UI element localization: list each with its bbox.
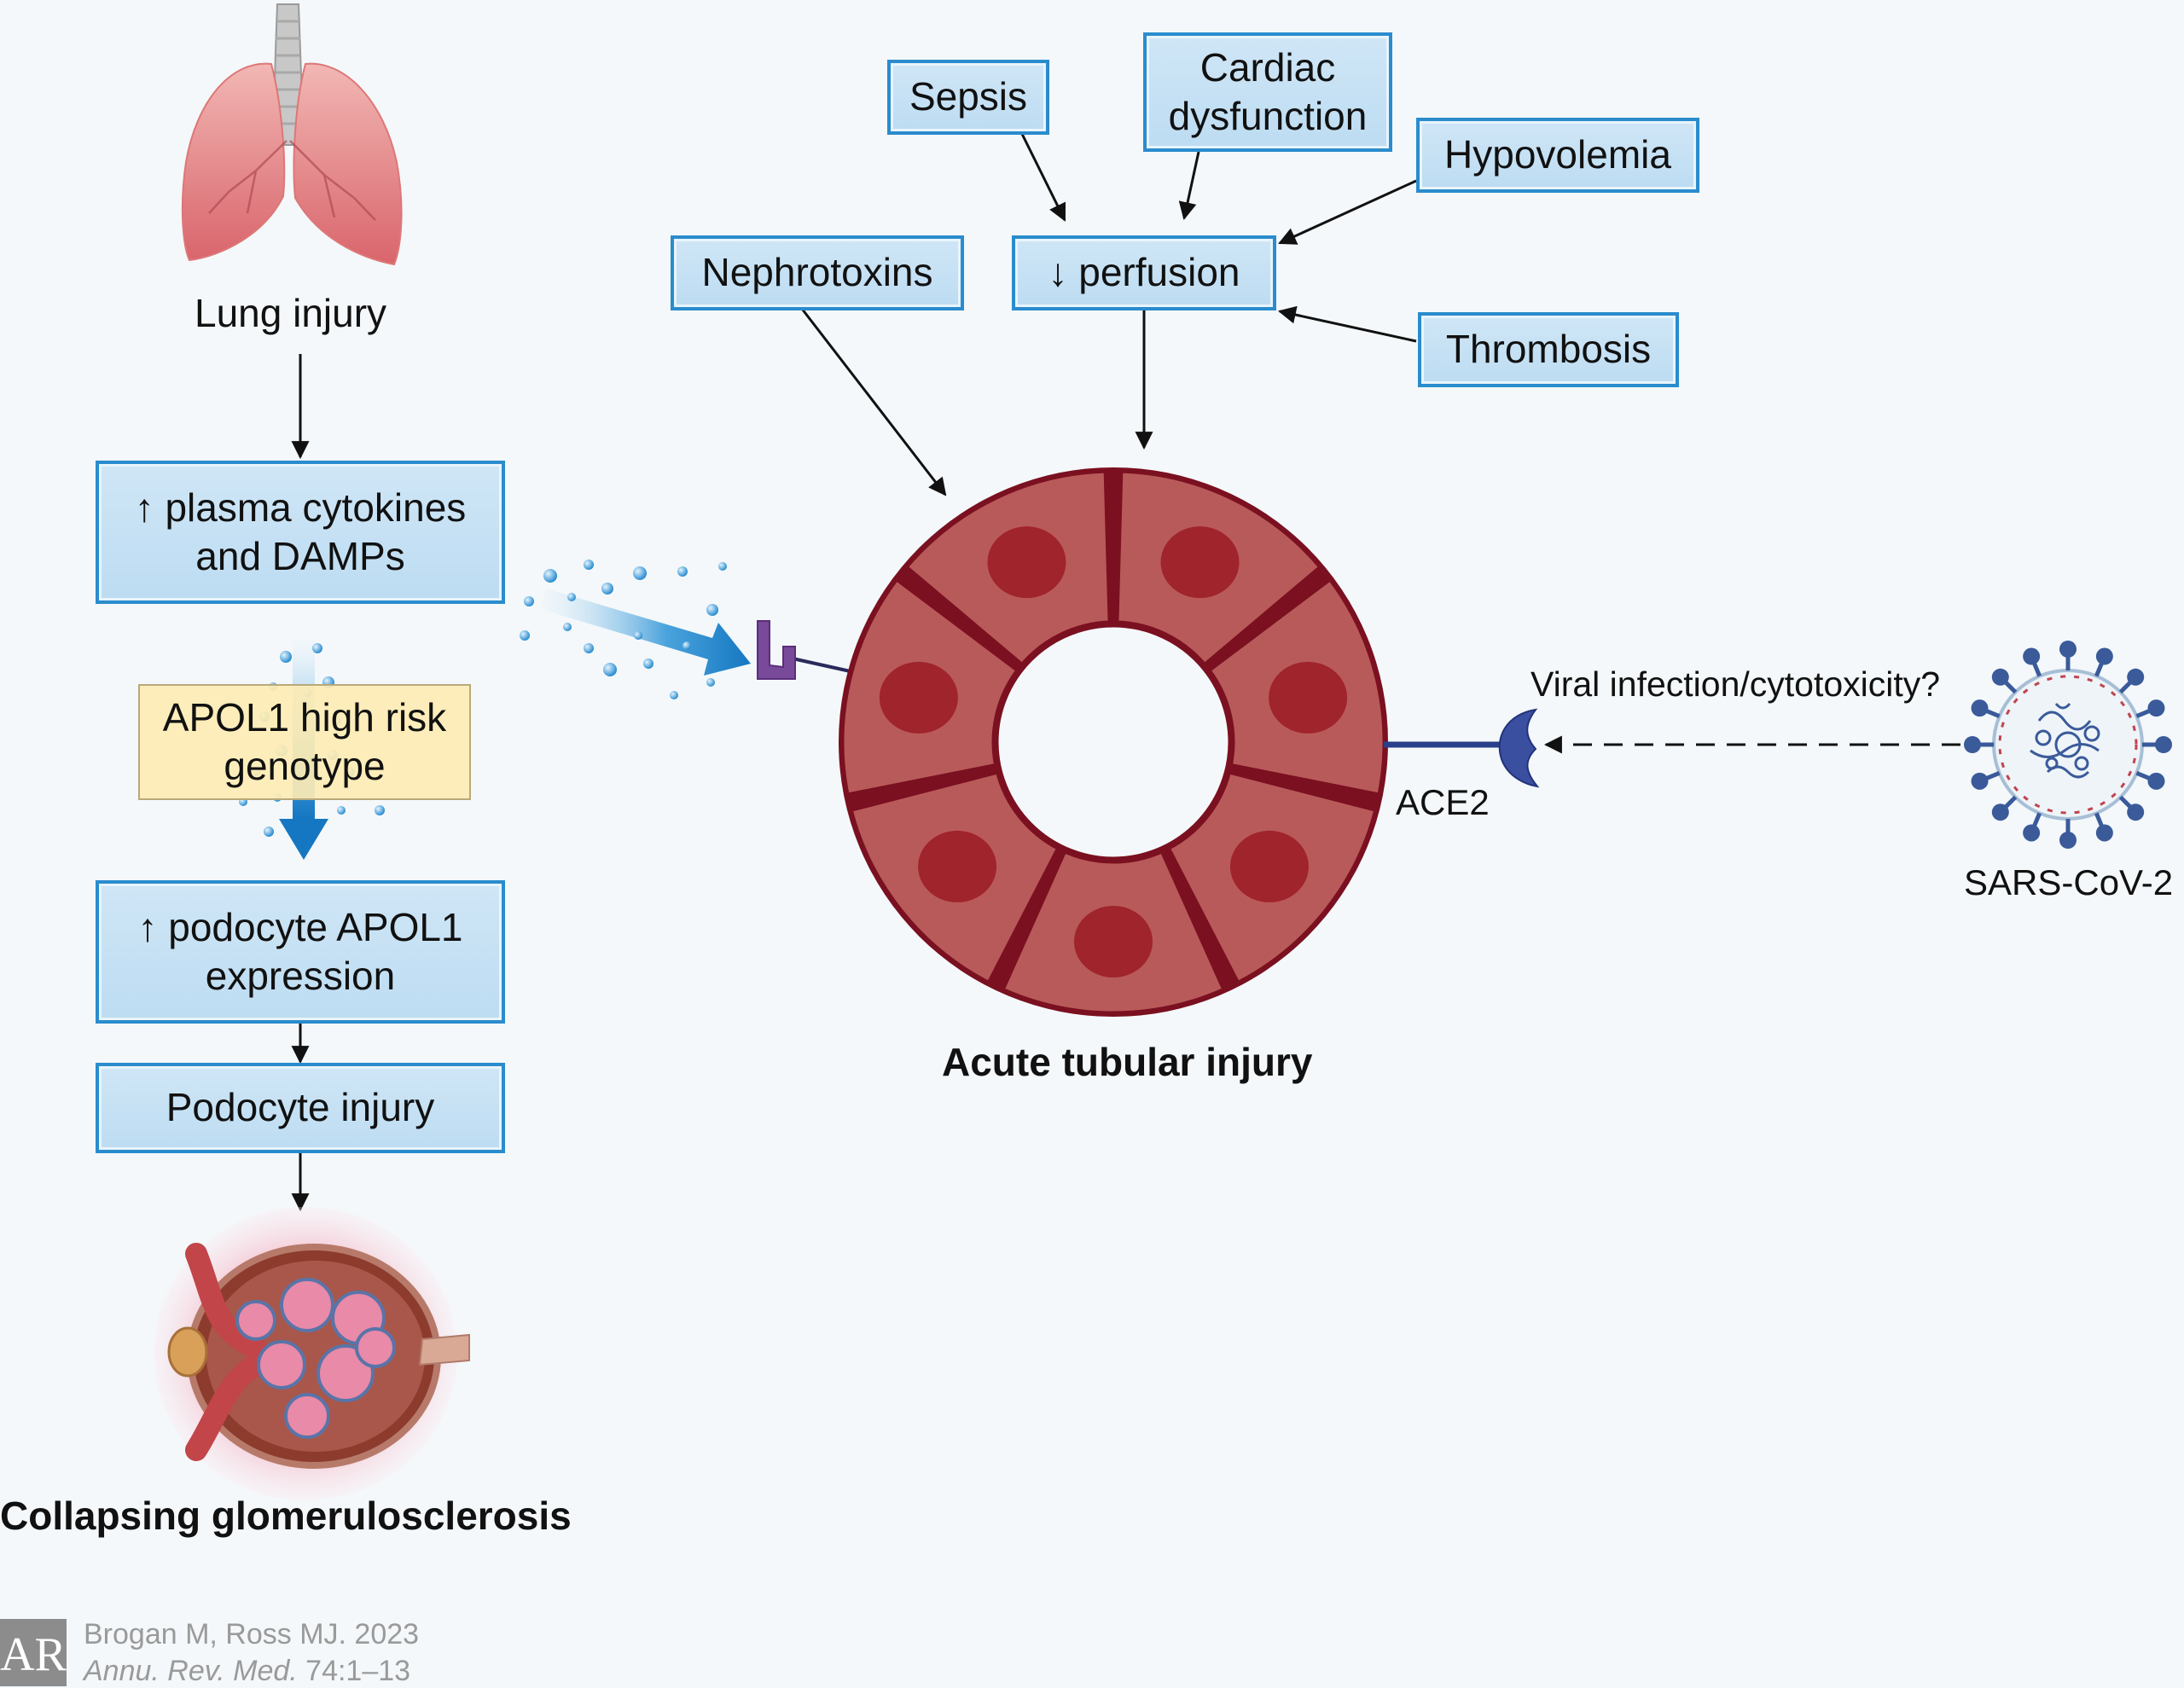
- lung-injury-label: Lung injury: [195, 291, 387, 335]
- cell-nucleus: [1229, 830, 1309, 902]
- cytokines-line2: and DAMPs: [195, 534, 405, 578]
- cell-nucleus: [1269, 661, 1348, 734]
- virus-spike-head: [2023, 647, 2041, 665]
- sepsis-box: Sepsis: [887, 60, 1049, 135]
- virus-spike-head: [1991, 803, 2009, 821]
- ace2-label: ACE2: [1396, 782, 1490, 822]
- virus-spike-head: [2095, 647, 2113, 665]
- cytokine-spray-arrow: [520, 560, 863, 699]
- nephrotoxins-box: Nephrotoxins: [671, 235, 964, 310]
- tubule-illustration: [839, 467, 1388, 1017]
- arrow-hypovolemia: [1278, 179, 1417, 245]
- credit-authors: Brogan M, Ross MJ. 2023: [84, 1618, 420, 1650]
- apol1-expression-box: ↑ podocyte APOL1 expression: [96, 880, 505, 1024]
- perfusion-box: ↓ perfusion: [1012, 235, 1276, 310]
- credit-citation: Annu. Rev. Med. 74:1–13: [84, 1655, 410, 1688]
- virus-spike-head: [1971, 772, 1989, 790]
- virus-spike-head: [2147, 699, 2165, 717]
- cytokines-box: ↑ plasma cytokines and DAMPs: [96, 461, 505, 604]
- sepsis-text: Sepsis: [909, 74, 1028, 119]
- arrow-nephrotoxins: [800, 308, 947, 496]
- lungs-illustration: [181, 3, 403, 266]
- cardiac-line2: dysfunction: [1168, 94, 1368, 138]
- perfusion-arrows: [800, 133, 1417, 496]
- arrow-cardiac: [1178, 151, 1200, 221]
- virus-spike-head: [2155, 736, 2172, 753]
- ace2-receptor: [1384, 708, 1540, 788]
- cardiac-line1: Cardiac: [1199, 44, 1336, 90]
- cell-nucleus: [1074, 906, 1153, 977]
- cell-nucleus: [918, 830, 997, 902]
- perfusion-text: ↓ perfusion: [1048, 250, 1240, 295]
- virus-spike-head: [2059, 641, 2077, 658]
- expression-line1: ↑ podocyte APOL1: [137, 904, 463, 949]
- cell-nucleus: [879, 661, 958, 734]
- sars-cov-2-label: SARS-CoV-2: [1964, 862, 2174, 902]
- sars-cov-2-virus-illustration: [1964, 641, 2172, 849]
- viral-infection-label: Viral infection/cytotoxicity?: [1531, 664, 1941, 704]
- nephrotoxins-text: Nephrotoxins: [701, 250, 933, 295]
- podocyte-injury-box: Podocyte injury: [96, 1063, 505, 1153]
- virus-spike-head: [1971, 699, 1989, 717]
- virus-spike-head: [2095, 824, 2113, 842]
- hypovolemia-text: Hypovolemia: [1444, 132, 1671, 177]
- hypovolemia-box: Hypovolemia: [1416, 118, 1699, 193]
- credit-volume: 74:1–13: [297, 1655, 411, 1687]
- cytokines-line1: ↑ plasma cytokines: [134, 484, 467, 530]
- cell-nucleus: [1160, 526, 1240, 599]
- credit-journal: Annu. Rev. Med.: [84, 1655, 298, 1687]
- expression-line2: expression: [205, 954, 396, 998]
- glomerulus-illustration: [154, 1207, 470, 1500]
- apol1-genotype-box: APOL1 high risk genotype: [138, 684, 471, 800]
- acute-tubular-injury-label: Acute tubular injury: [942, 1040, 1313, 1084]
- virus-spike-head: [2127, 803, 2145, 821]
- virus-spike-head: [2059, 832, 2077, 849]
- logo-text: AR: [0, 1628, 67, 1681]
- tubule-lumen: [994, 623, 1233, 861]
- virus-spike-head: [1991, 668, 2009, 686]
- arrow-sepsis: [1020, 133, 1066, 222]
- annual-reviews-logo: AR: [0, 1619, 67, 1686]
- podocyte-injury-text: Podocyte injury: [166, 1085, 435, 1130]
- virus-spike-head: [2023, 824, 2041, 842]
- cardiac-dysfunction-box: Cardiac dysfunction: [1143, 32, 1392, 152]
- collapsing-glomerulosclerosis-label: Collapsing glomerulosclerosis: [0, 1494, 572, 1538]
- virus-spike-head: [2127, 668, 2145, 686]
- apol1-line2: genotype: [224, 744, 386, 788]
- apol1-line1: APOL1 high risk: [162, 694, 447, 740]
- thrombosis-box: Thrombosis: [1418, 312, 1679, 387]
- virus-spike-head: [2147, 772, 2165, 790]
- cell-nucleus: [987, 526, 1066, 599]
- thrombosis-text: Thrombosis: [1445, 327, 1652, 372]
- virus-spike-head: [1964, 736, 1981, 753]
- arrow-thrombosis: [1277, 305, 1417, 343]
